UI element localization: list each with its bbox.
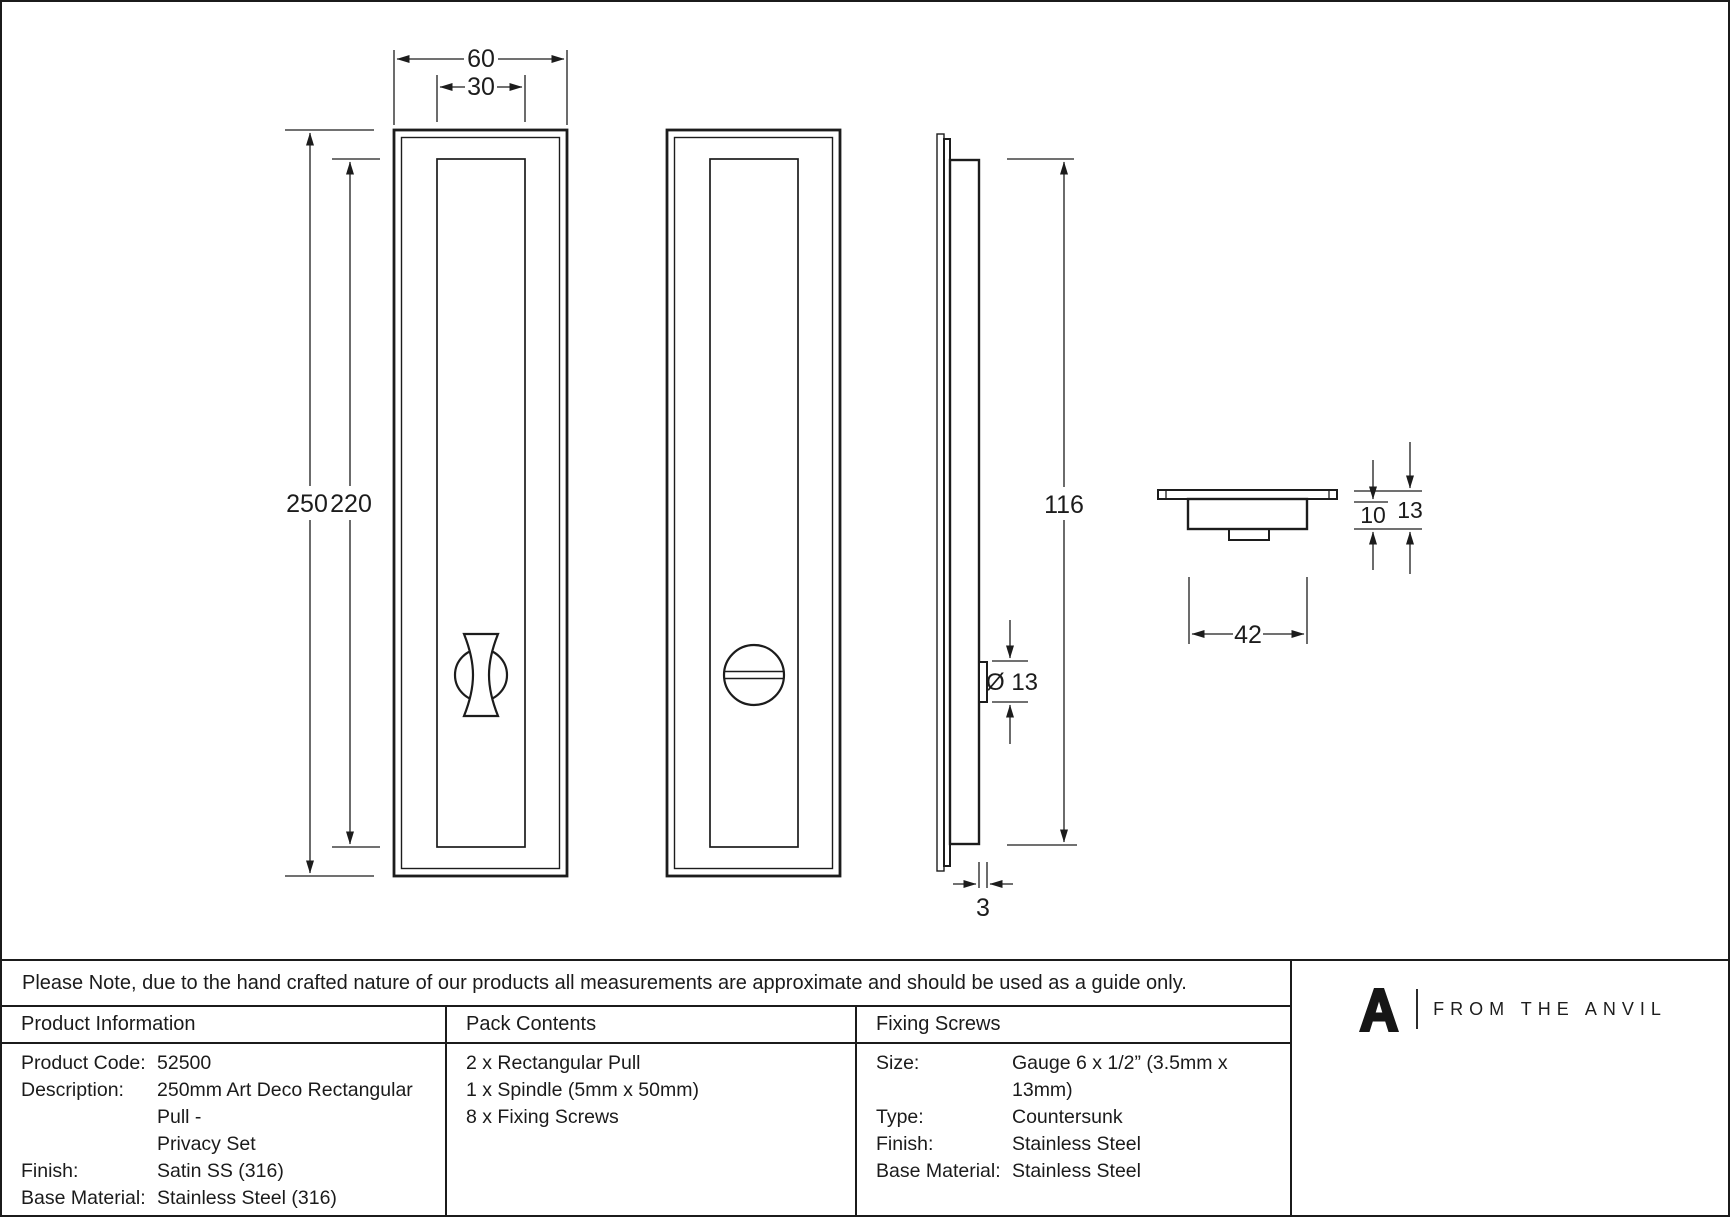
pack-contents-cell: 2 x Rectangular Pull 1 x Spindle (5mm x … xyxy=(447,1044,857,1215)
anvil-logo-icon xyxy=(1359,988,1400,1032)
spindle-boss xyxy=(1228,528,1270,541)
row-label: Base Material: xyxy=(876,1160,1001,1182)
table-row: Finish: Stainless Steel xyxy=(857,1131,1290,1158)
table-row: Description: 250mm Art Deco Rectangular … xyxy=(2,1077,445,1158)
plate-outer-outline xyxy=(392,128,569,878)
list-item: 8 x Fixing Screws xyxy=(466,1106,619,1128)
table-row: Base Material: Stainless Steel xyxy=(857,1158,1290,1185)
dim-label: 42 xyxy=(1234,621,1262,649)
flange-bar xyxy=(1157,489,1338,500)
plate-panel-outline xyxy=(436,158,526,848)
dim-label: 250 xyxy=(286,490,328,518)
table-row: Size: Gauge 6 x 1/2” (3.5mm x 13mm) xyxy=(857,1050,1290,1104)
table-row: Type: Countersunk xyxy=(857,1104,1290,1131)
brand-cell: FROM THE ANVIL xyxy=(1290,959,1728,1215)
faceplate-edge-outer xyxy=(936,133,945,872)
list-item: 1 x Spindle (5mm x 50mm) xyxy=(466,1079,699,1101)
coin-turn xyxy=(722,643,786,707)
dim-plan-width: 42 xyxy=(1188,577,1308,649)
technical-drawing: 60 30 250 220 xyxy=(285,45,1423,922)
recess-body xyxy=(948,158,981,846)
row-label: Base Material: xyxy=(21,1187,146,1209)
dim-label: 116 xyxy=(1044,491,1084,519)
table-row: Finish: Satin SS (316) xyxy=(2,1158,445,1185)
dim-label: 30 xyxy=(467,73,495,101)
brand-name: FROM THE ANVIL xyxy=(1433,998,1667,1019)
header-product-information: Product Information xyxy=(2,1007,447,1044)
list-item: 2 x Rectangular Pull xyxy=(466,1052,641,1074)
dim-plan-depths: 10 13 xyxy=(1354,442,1423,574)
dim-label: 3 xyxy=(976,894,990,922)
dim-spindle-diameter: Ø 13 xyxy=(986,620,1038,744)
spindle-boss xyxy=(978,661,988,703)
row-value: Gauge 6 x 1/2” (3.5mm x 13mm) xyxy=(1012,1052,1228,1101)
header-pack-contents: Pack Contents xyxy=(447,1007,857,1044)
dim-label: 220 xyxy=(330,490,372,518)
note-text: Please Note, due to the hand crafted nat… xyxy=(22,971,1187,994)
recess-cup xyxy=(1186,497,1309,531)
row-value: Stainless Steel (316) xyxy=(157,1187,337,1209)
front-view-cointurn xyxy=(665,128,842,878)
row-value: Stainless Steel xyxy=(1012,1160,1141,1182)
row-value-line1: 250mm Art Deco Rectangular Pull - xyxy=(157,1079,413,1128)
header-fixing-screws: Fixing Screws xyxy=(857,1007,1290,1044)
table-row: Base Material: Stainless Steel (316) xyxy=(2,1185,445,1212)
dim-label: 13 xyxy=(1397,497,1423,523)
dim-front-panel-width: 30 xyxy=(436,73,526,122)
row-label: Product Code: xyxy=(21,1052,146,1074)
dim-label: 10 xyxy=(1360,502,1386,528)
header-label: Fixing Screws xyxy=(876,1013,1001,1035)
row-value: 52500 xyxy=(157,1052,212,1074)
front-view-thumbturn xyxy=(392,128,569,878)
brand-logo: FROM THE ANVIL xyxy=(1357,986,1667,1032)
side-view xyxy=(936,133,988,872)
row-value-line2: Privacy Set xyxy=(157,1133,256,1155)
dim-front-panel-height: 220 xyxy=(330,158,380,848)
row-label: Type: xyxy=(876,1106,924,1128)
logo-divider xyxy=(1416,989,1419,1029)
plate-step-outline xyxy=(673,136,834,870)
row-label: Description: xyxy=(21,1079,124,1101)
dim-side-height: 116 xyxy=(1007,158,1084,846)
row-value: Countersunk xyxy=(1012,1106,1123,1128)
header-label: Pack Contents xyxy=(466,1013,597,1035)
header-label: Product Information xyxy=(21,1013,196,1035)
plate-step-outline xyxy=(400,136,561,870)
dim-front-width: 60 xyxy=(393,45,568,125)
coin-turn-outline xyxy=(722,643,786,707)
row-value: Stainless Steel xyxy=(1012,1133,1141,1155)
row-value: Satin SS (316) xyxy=(157,1160,284,1182)
table-row: Product Code: 52500 xyxy=(2,1050,445,1077)
dim-front-height: 250 xyxy=(285,129,374,877)
row-label: Finish: xyxy=(876,1133,934,1155)
plan-view xyxy=(1157,489,1338,541)
dim-label: Ø 13 xyxy=(986,669,1038,696)
thumbturn-grip xyxy=(462,632,500,718)
plate-panel-outline xyxy=(709,158,799,848)
dim-label: 60 xyxy=(467,45,495,73)
plate-outer-outline xyxy=(665,128,842,878)
thumbturn xyxy=(453,632,509,718)
row-label: Finish: xyxy=(21,1160,79,1182)
row-value: 250mm Art Deco Rectangular Pull - Privac… xyxy=(157,1077,445,1158)
fixing-screws-cell: Size: Gauge 6 x 1/2” (3.5mm x 13mm) Type… xyxy=(857,1044,1290,1215)
product-information-cell: Product Code: 52500 Description: 250mm A… xyxy=(2,1044,447,1215)
note-bar: Please Note, due to the hand crafted nat… xyxy=(2,959,1292,1007)
row-label: Size: xyxy=(876,1052,920,1074)
dim-plate-thickness: 3 xyxy=(953,862,1013,922)
